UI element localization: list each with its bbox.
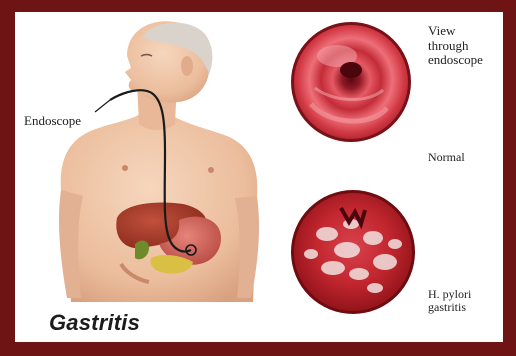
- view-line-1: View: [428, 23, 455, 38]
- hpylori-line-2: gastritis: [428, 300, 466, 314]
- view-through-endoscope-label: View through endoscope: [428, 24, 503, 68]
- hpylori-endoscopic-view: [291, 190, 415, 314]
- normal-label: Normal: [428, 151, 465, 164]
- hpylori-gastritis-label: H. pylori gastritis: [428, 288, 498, 315]
- page-title: Gastritis: [49, 310, 140, 336]
- view-line-2: through: [428, 38, 468, 53]
- view-line-3: endoscope: [428, 52, 483, 67]
- illustration-panel: Endoscope View through endoscope Normal …: [15, 12, 503, 342]
- endoscope-pointer: [95, 100, 110, 112]
- hpylori-line-1: H. pylori: [428, 287, 471, 301]
- endoscope-label: Endoscope: [24, 114, 81, 129]
- normal-endoscopic-view: [291, 22, 411, 142]
